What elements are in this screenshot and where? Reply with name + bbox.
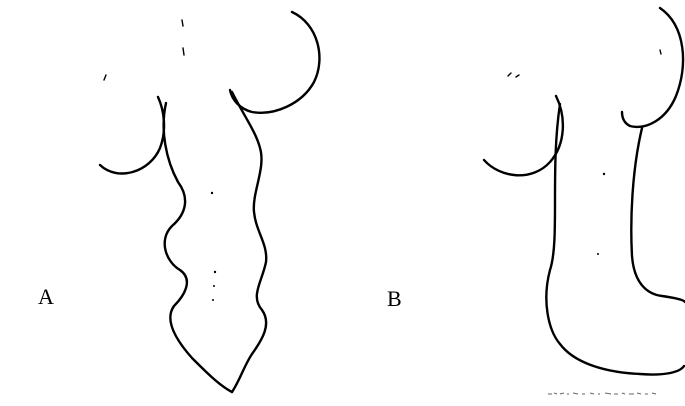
panel-a-dot <box>211 192 213 194</box>
panel-b-left-edge <box>546 104 684 375</box>
panel-b-left-arc <box>484 96 563 175</box>
panel-label-b: B <box>387 288 402 310</box>
panel-b-right-arc <box>622 8 683 127</box>
panel-a-drawing <box>100 12 319 392</box>
panel-label-a: A <box>38 286 54 308</box>
panel-a-dot <box>212 299 214 301</box>
panel-a-top-mark <box>104 20 184 80</box>
panel-b-right-edge <box>631 128 685 302</box>
panel-a-dots <box>211 192 216 301</box>
panel-a-dot <box>213 285 215 287</box>
panel-b-dots <box>597 173 605 255</box>
panel-b-top-mark <box>508 50 661 77</box>
panel-b-drawing <box>484 8 685 375</box>
credit-mark <box>548 393 656 394</box>
panel-b-dot <box>597 253 599 255</box>
panel-a-left-edge <box>164 103 232 392</box>
panel-a-right-arc <box>230 12 319 113</box>
panel-b-dot <box>603 173 605 175</box>
panel-a-left-arc <box>100 97 164 173</box>
panel-a-dot <box>214 271 216 273</box>
panel-a-right-edge <box>232 92 266 392</box>
